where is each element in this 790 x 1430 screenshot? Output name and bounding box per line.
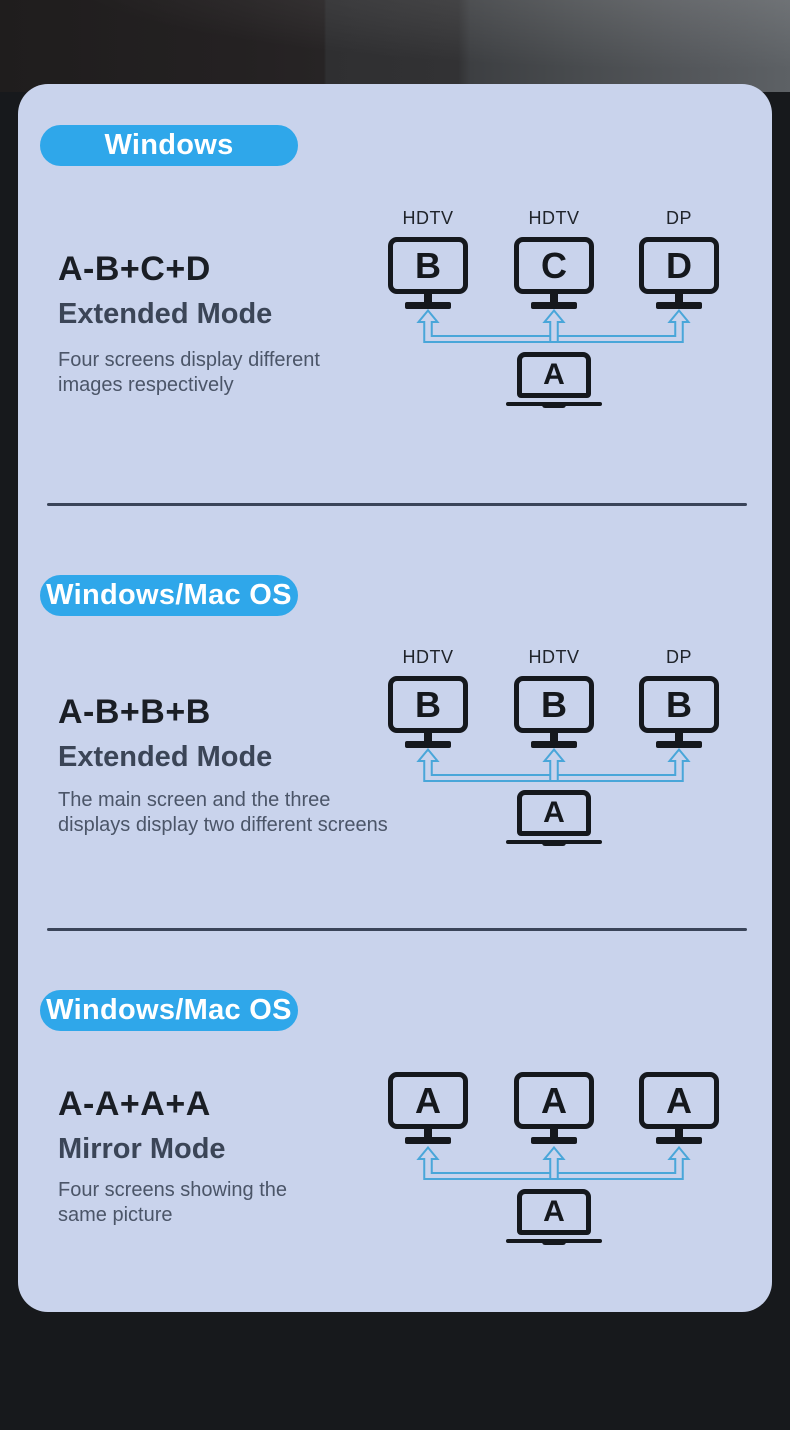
mode-description: Four screens showing the same picture: [58, 1178, 418, 1228]
monitor-base: [656, 302, 702, 309]
mode-name: Extended Mode: [58, 298, 273, 330]
port-label: HDTV: [402, 208, 454, 228]
section-extended-abbb: Windows/Mac OS A-B+B+B Extended Mode The…: [18, 575, 772, 1015]
monitor-stand: [550, 733, 558, 741]
connection-arrows-icon: [416, 1146, 691, 1180]
monitor-letter: A: [666, 1079, 692, 1121]
monitor-letter: C: [541, 244, 567, 286]
mode-description-line: displays display two different screens: [58, 814, 388, 836]
monitor-stand: [675, 294, 683, 302]
monitor-stand: [675, 1129, 683, 1137]
laptop-base: [506, 840, 602, 844]
monitor-screen: B: [639, 676, 719, 733]
monitor-screen: D: [639, 237, 719, 294]
section-mirror-aaaa: Windows/Mac OS A-A+A+A Mirror Mode Four …: [18, 990, 772, 1430]
monitor-base: [531, 741, 577, 748]
monitor-icon: B: [388, 237, 468, 309]
monitor-icon: B: [514, 676, 594, 748]
os-badge: Windows: [40, 125, 298, 166]
monitor-screen: A: [639, 1072, 719, 1129]
monitor-letter: B: [415, 683, 441, 725]
monitor-base: [405, 741, 451, 748]
monitor-screen: A: [514, 1072, 594, 1129]
monitor-screen: C: [514, 237, 594, 294]
connection-arrows-icon: [416, 748, 691, 782]
monitor-letter: A: [541, 1079, 567, 1121]
monitor-base: [531, 302, 577, 309]
laptop-letter: A: [543, 358, 565, 391]
monitor-stand: [424, 294, 432, 302]
monitor-icon: B: [388, 676, 468, 748]
laptop-screen: A: [517, 790, 591, 836]
monitor-icon: A: [514, 1072, 594, 1144]
section-divider: [47, 928, 747, 931]
port-label: DP: [665, 647, 692, 667]
info-card: Windows A-B+C+D Extended Mode Four scree…: [18, 84, 772, 1312]
mode-description-line: Four screens display different: [58, 349, 320, 371]
monitor-icon: C: [514, 237, 594, 309]
monitor-base: [656, 741, 702, 748]
port-label: HDTV: [402, 647, 454, 667]
mode-name: Extended Mode: [58, 741, 273, 773]
monitor-stand: [424, 733, 432, 741]
monitor-icon: D: [639, 237, 719, 309]
os-badge: Windows/Mac OS: [40, 990, 298, 1031]
monitor-screen: B: [388, 237, 468, 294]
port-label: HDTV: [528, 647, 580, 667]
photo-banner: [0, 0, 790, 92]
monitor-letter: B: [541, 683, 567, 725]
laptop-letter: A: [543, 1195, 565, 1228]
os-badge: Windows/Mac OS: [40, 575, 298, 616]
mode-description: Four screens display different images re…: [58, 348, 418, 398]
monitor-letter: A: [415, 1079, 441, 1121]
mode-description-line: images respectively: [58, 374, 234, 396]
connection-arrows-icon: [416, 309, 691, 343]
mode-formula: A-A+A+A: [58, 1085, 211, 1123]
monitor-screen: A: [388, 1072, 468, 1129]
port-label: DP: [665, 208, 692, 228]
mode-description-line: Four screens showing the: [58, 1179, 288, 1201]
mode-description-line: same picture: [58, 1204, 173, 1226]
laptop-letter: A: [543, 796, 565, 829]
monitor-stand: [424, 1129, 432, 1137]
mode-description: The main screen and the three displays d…: [58, 788, 418, 838]
mode-name: Mirror Mode: [58, 1133, 226, 1165]
laptop-base: [506, 402, 602, 406]
monitor-screen: B: [514, 676, 594, 733]
monitor-stand: [550, 294, 558, 302]
laptop-screen: A: [517, 352, 591, 398]
monitor-stand: [675, 733, 683, 741]
laptop-base: [506, 1239, 602, 1243]
monitor-letter: B: [415, 244, 441, 286]
monitor-base: [405, 302, 451, 309]
mode-formula: A-B+B+B: [58, 693, 211, 731]
section-divider: [47, 503, 747, 506]
mode-description-line: The main screen and the three: [58, 789, 331, 811]
laptop-icon: A: [480, 1189, 628, 1243]
monitor-icon: A: [639, 1072, 719, 1144]
laptop-icon: A: [480, 790, 628, 844]
laptop-icon: A: [480, 352, 628, 406]
monitor-base: [531, 1137, 577, 1144]
monitor-icon: A: [388, 1072, 468, 1144]
monitor-letter: B: [666, 683, 692, 725]
monitor-stand: [550, 1129, 558, 1137]
section-extended-abcd: Windows A-B+C+D Extended Mode Four scree…: [18, 125, 772, 565]
monitor-icon: B: [639, 676, 719, 748]
monitor-letter: D: [666, 244, 692, 286]
laptop-screen: A: [517, 1189, 591, 1235]
monitor-screen: B: [388, 676, 468, 733]
monitor-base: [405, 1137, 451, 1144]
monitor-base: [656, 1137, 702, 1144]
port-label: HDTV: [528, 208, 580, 228]
mode-formula: A-B+C+D: [58, 250, 211, 288]
